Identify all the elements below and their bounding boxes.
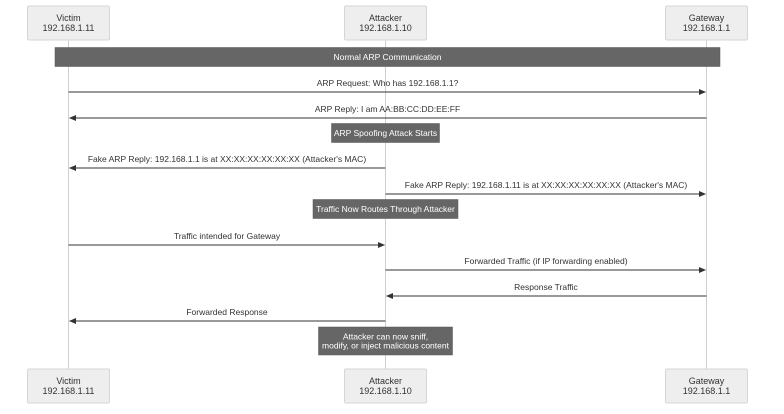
note-text: ARP Spoofing Attack Starts [334,128,437,138]
message-label: Forwarded Traffic (if IP forwarding enab… [464,256,627,266]
actor-name: Victim [56,376,80,386]
message-attacker-to-gateway: Fake ARP Reply: 192.168.1.11 is at XX:XX… [385,180,706,197]
actor-name: Gateway [689,13,725,23]
message-victim-to-gateway: ARP Request: Who has 192.168.1.1? [68,78,706,95]
banner-box [54,47,721,67]
message-victim-to-attacker: Traffic intended for Gateway [68,231,385,248]
note-2: Traffic Now Routes Through Attacker [312,199,459,219]
note-text: modify, or inject malicious content [322,341,450,351]
message-label: Fake ARP Reply: 192.168.1.1 is at XX:XX:… [88,154,366,164]
banner-normal-arp: Normal ARP Communication [54,47,721,67]
actor-name: Victim [56,13,80,23]
note-box [312,199,459,219]
banner-label: Normal ARP Communication [333,52,441,62]
note-text: Attacker can now sniff, [343,332,428,342]
actor-box [344,5,427,41]
note-box [318,326,453,356]
actor-ip: 192.168.1.10 [359,386,412,396]
actor-box [27,368,110,404]
note-box [331,123,440,143]
note-text: Traffic Now Routes Through Attacker [316,204,455,214]
message-attacker-to-victim: Fake ARP Reply: 192.168.1.1 is at XX:XX:… [69,154,386,171]
message-gateway-to-attacker: Response Traffic [386,282,707,299]
actor-name: Gateway [689,376,725,386]
actor-name: Attacker [369,376,402,386]
actor-ip: 192.168.1.10 [359,23,412,33]
actor-box [665,5,748,41]
message-attacker-to-gateway: Forwarded Traffic (if IP forwarding enab… [385,256,706,273]
message-label: Fake ARP Reply: 192.168.1.11 is at XX:XX… [405,180,688,190]
message-label: ARP Reply: I am AA:BB:CC:DD:EE:FF [315,104,460,114]
note-3: Attacker can now sniff,modify, or inject… [318,326,453,356]
message-attacker-to-victim: Forwarded Response [69,307,386,324]
note-1: ARP Spoofing Attack Starts [331,123,440,143]
actor-ip: 192.168.1.1 [683,386,731,396]
actor-ip: 192.168.1.11 [43,23,95,33]
message-label: ARP Request: Who has 192.168.1.1? [317,78,459,88]
message-gateway-to-victim: ARP Reply: I am AA:BB:CC:DD:EE:FF [69,104,707,121]
actor-box [344,368,427,404]
actor-ip: 192.168.1.1 [683,23,731,33]
message-label: Traffic intended for Gateway [174,231,281,241]
actor-name: Attacker [369,13,402,23]
actor-box [27,5,110,41]
actor-box [665,368,748,404]
actor-ip: 192.168.1.11 [43,386,95,396]
message-label: Forwarded Response [186,307,268,317]
message-label: Response Traffic [514,282,578,292]
